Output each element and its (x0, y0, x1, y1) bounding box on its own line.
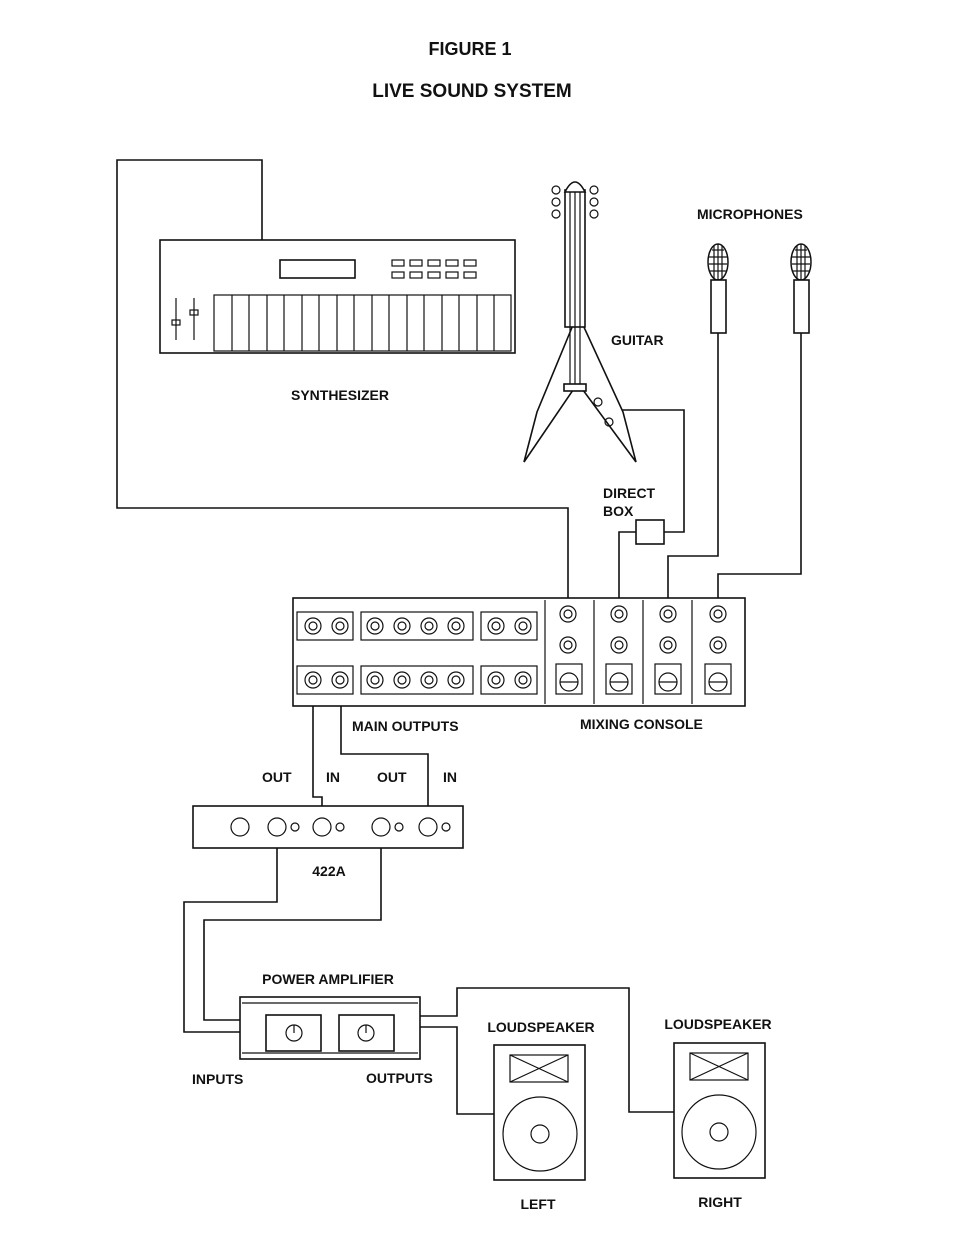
out-label-1: OUT (262, 769, 292, 785)
processor-body (192, 805, 464, 849)
main-outputs-label: MAIN OUTPUTS (352, 718, 459, 734)
main-outputs-jacks (296, 665, 354, 695)
synth-buttons (391, 259, 477, 279)
channel-strip-2 (605, 605, 633, 695)
mixing-console (292, 597, 746, 707)
guitar-knob (593, 397, 603, 407)
console-jack-groups (296, 611, 538, 695)
microphones-label: MICROPHONES (697, 206, 803, 222)
woofer (502, 1096, 578, 1172)
mic1-cable (667, 333, 719, 608)
microphone-2 (790, 243, 812, 334)
synth-button (391, 259, 405, 267)
outputs-label: OUTPUTS (366, 1070, 433, 1086)
direct-box-label-line2: BOX (603, 503, 634, 519)
synth-button (427, 259, 441, 267)
speaker-cabinet (673, 1042, 766, 1179)
guitar-headstock (563, 181, 587, 193)
power-amplifier-label: POWER AMPLIFIER (262, 971, 394, 987)
tweeter (509, 1054, 569, 1083)
guitar-label: GUITAR (611, 332, 664, 348)
mic2-cable (717, 333, 802, 608)
guitar-bridge (563, 383, 587, 392)
microphone-handle (793, 279, 810, 334)
synth-button (409, 259, 423, 267)
synthesizer (159, 239, 516, 354)
mixing-console-label: MIXING CONSOLE (580, 716, 703, 732)
figure-number: FIGURE 1 (428, 39, 511, 59)
microphone-handle (710, 279, 727, 334)
console-body (292, 597, 746, 707)
synth-keyboard (213, 294, 512, 352)
direct-box-label-line1: DIRECT (603, 485, 656, 501)
speaker-cabinet (493, 1044, 586, 1181)
main-out-left-cable (312, 690, 323, 817)
console-jacks (304, 617, 532, 689)
woofer (681, 1094, 757, 1170)
channel-strip-3 (654, 605, 682, 695)
processor-422a (192, 805, 464, 849)
console-channel-strips (544, 600, 732, 704)
main-out-right-cable (340, 690, 429, 817)
guitar-cable (614, 409, 685, 533)
synth-button (445, 271, 459, 279)
synth-button (427, 271, 441, 279)
synth-button (445, 259, 459, 267)
loudspeaker-right (673, 1042, 766, 1179)
amp-to-right-speaker (420, 987, 674, 1113)
proc-out2-cable (203, 836, 382, 1021)
tuning-pegs (551, 185, 599, 219)
inputs-label: INPUTS (192, 1071, 243, 1087)
left-label: LEFT (521, 1196, 556, 1212)
synth-display (279, 259, 356, 279)
proc-out1-cable (183, 836, 278, 1033)
power-amplifier (239, 996, 421, 1060)
tweeter (689, 1052, 749, 1081)
synth-button (391, 271, 405, 279)
synth-button (409, 271, 423, 279)
synthesizer-label: SYNTHESIZER (291, 387, 389, 403)
loudspeaker-right-label: LOUDSPEAKER (664, 1016, 771, 1032)
channel-strip-1 (555, 605, 583, 695)
channel-strip-4 (704, 605, 732, 695)
processor-label: 422A (312, 863, 345, 879)
synth-keys (231, 295, 495, 351)
direct-box-cable (618, 531, 636, 608)
loudspeaker-left-label: LOUDSPEAKER (487, 1019, 594, 1035)
right-label: RIGHT (698, 1194, 742, 1210)
microphone-1 (707, 243, 729, 334)
synth-button (463, 259, 477, 267)
synth-sliders (171, 298, 199, 340)
synth-button (463, 271, 477, 279)
guitar-knob (604, 417, 614, 427)
cables (116, 159, 802, 1115)
in-label-1: IN (326, 769, 340, 785)
out-label-2: OUT (377, 769, 407, 785)
guitar (523, 181, 637, 463)
amp-to-left-speaker (420, 1026, 494, 1115)
in-label-2: IN (443, 769, 457, 785)
loudspeaker-left (493, 1044, 586, 1181)
synth-cable (116, 159, 569, 608)
figure-title: LIVE SOUND SYSTEM (372, 81, 572, 102)
direct-box (635, 519, 665, 545)
